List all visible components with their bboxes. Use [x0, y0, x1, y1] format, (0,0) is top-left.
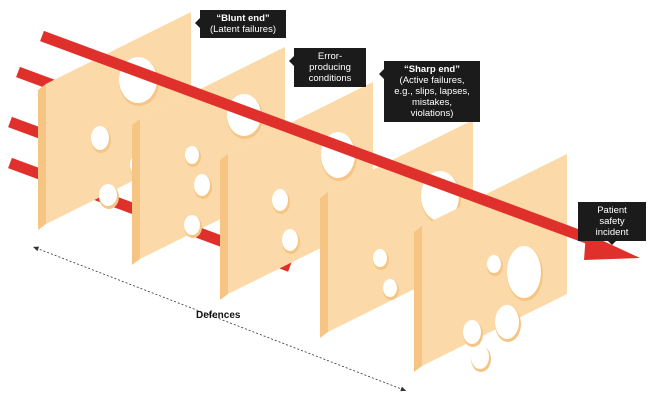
cheese-hole: [194, 174, 210, 196]
cheese-slice-5: [414, 154, 567, 372]
cheese-hole: [99, 184, 117, 206]
callout-title: “Sharp end”: [404, 64, 460, 75]
cheese-hole: [383, 279, 397, 297]
cheese-hole: [185, 146, 199, 164]
callout-text: (Active failures, e.g., slips, lapses, m…: [394, 75, 470, 119]
cheese-slice-side: [132, 119, 140, 265]
callout-blunt-end: “Blunt end” (Latent failures): [195, 10, 286, 38]
cheese-hole: [487, 255, 501, 273]
callout-title: “Blunt end”: [216, 13, 270, 24]
cheese-hole: [272, 189, 288, 211]
cheese-hole: [282, 229, 298, 251]
callout-text: Error-producing conditions: [308, 51, 352, 84]
cheese-slice-side: [414, 226, 422, 372]
callout-text: (Latent failures): [209, 24, 276, 35]
cheese-hole: [471, 345, 489, 369]
red-arrow-through: [40, 30, 602, 249]
cheese-hole: [184, 215, 200, 235]
cheese-hole: [463, 320, 481, 344]
cheese-slice-side: [320, 192, 328, 338]
callout-error-producing: Error-producing conditions: [289, 48, 366, 87]
defences-label: Defences: [196, 310, 241, 321]
cheese-slice-1: [38, 12, 191, 230]
cheese-slice-side: [38, 84, 46, 230]
callout-text: Patient safety incident: [595, 205, 629, 238]
cheese-hole: [495, 305, 519, 339]
cheese-slice-side: [220, 154, 228, 300]
cheese-hole: [91, 126, 109, 150]
cheese-hole: [373, 249, 387, 267]
callout-patient-safety-incident: Patient safety incident: [578, 202, 646, 245]
cheese-hole: [507, 246, 541, 298]
cheese-slice-front: [46, 12, 191, 224]
callout-sharp-end: “Sharp end” (Active failures, e.g., slip…: [379, 61, 480, 122]
defences-dimension-line: [33, 246, 407, 392]
